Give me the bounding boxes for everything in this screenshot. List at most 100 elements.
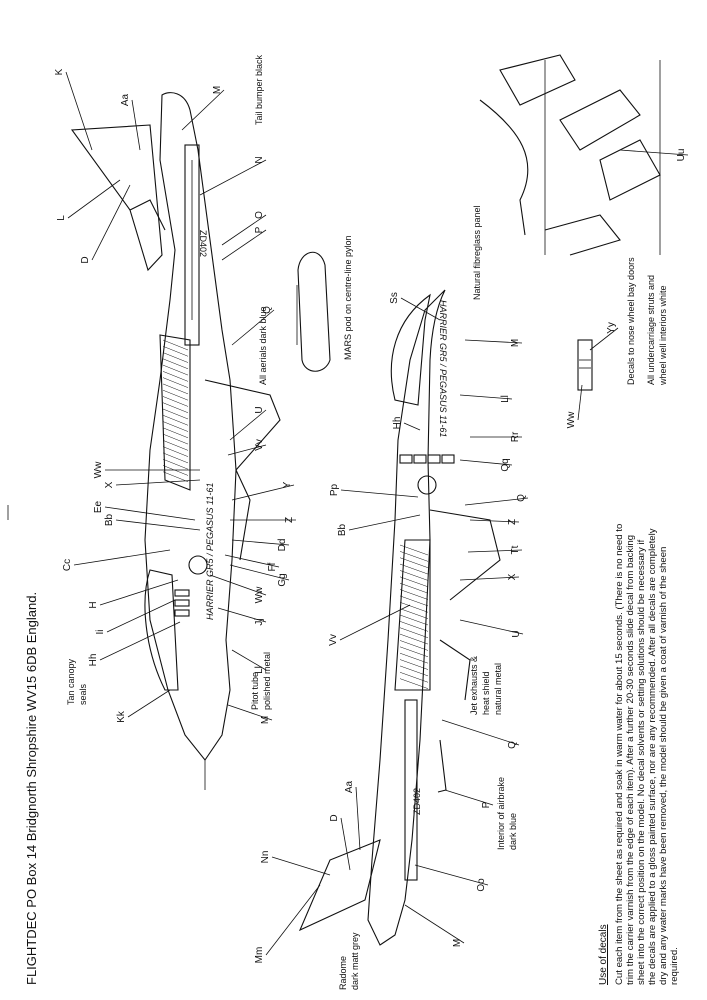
callout-label-p: P bbox=[481, 801, 492, 808]
callout-label-y: Y bbox=[282, 481, 293, 488]
leader-line bbox=[91, 184, 131, 261]
leader-line bbox=[131, 99, 141, 151]
leader-line bbox=[231, 484, 295, 501]
callout-label-ww: Ww bbox=[254, 586, 265, 603]
callout-label-nn: Nn bbox=[260, 851, 271, 864]
callout-label-d: D bbox=[80, 256, 91, 263]
leader-line bbox=[403, 422, 421, 431]
leader-line bbox=[224, 554, 280, 568]
leader-line bbox=[464, 339, 523, 344]
leader-line bbox=[73, 549, 171, 566]
leader-line bbox=[265, 884, 321, 956]
leader-line bbox=[400, 297, 441, 321]
header-address: FLIGHTDEC PO Box 14 Bridgnorth Shropshir… bbox=[24, 592, 39, 985]
leader-line bbox=[459, 619, 524, 635]
leader-line bbox=[209, 574, 267, 596]
leader-line bbox=[115, 519, 201, 531]
note-aerials: All aerials dark blue bbox=[258, 306, 268, 385]
leader-line bbox=[577, 384, 583, 421]
leader-line bbox=[65, 71, 93, 151]
note-jet-3: natural metal bbox=[493, 663, 503, 715]
leader-line bbox=[106, 599, 176, 633]
leader-line bbox=[271, 856, 331, 876]
tail-fin-upper bbox=[70, 124, 163, 272]
landing-gear-inset bbox=[479, 54, 661, 256]
callout-label-ll: Ll bbox=[500, 395, 511, 403]
instructions-line: sheet into the correct position on the m… bbox=[636, 539, 647, 985]
leader-line bbox=[229, 409, 267, 441]
leader-line bbox=[227, 704, 273, 721]
callout-label-u: U bbox=[511, 630, 522, 637]
engine-fan-upper bbox=[188, 555, 208, 575]
leader-line bbox=[467, 549, 523, 553]
note-nose-wheel: Decals to nose wheel bay doors bbox=[626, 257, 636, 385]
callout-label-cc: Cc bbox=[62, 559, 73, 571]
leader-line bbox=[414, 864, 489, 886]
callout-label-ww: Ww bbox=[93, 461, 104, 478]
leader-line bbox=[459, 576, 520, 581]
leader-line bbox=[221, 229, 267, 261]
callout-label-aa: Aa bbox=[120, 93, 131, 106]
leader-line bbox=[340, 817, 351, 871]
leader-line bbox=[441, 719, 520, 746]
note-jet-2: heat shield bbox=[481, 671, 491, 715]
callout-label-bb: Bb bbox=[337, 523, 348, 536]
intake-hatched-lower bbox=[394, 539, 431, 691]
instructions-block: Use of decals Cut each item from the she… bbox=[598, 524, 680, 985]
callout-label-o: O bbox=[254, 211, 265, 219]
callout-label-vv: Vv bbox=[254, 439, 265, 451]
note-pitot-2: polished metal bbox=[262, 652, 272, 710]
nose-wheel-door-detail bbox=[577, 339, 593, 391]
callout-label-u: U bbox=[254, 406, 265, 413]
note-undercarriage-2: wheel well interiors white bbox=[658, 285, 668, 386]
intake-hatched-upper bbox=[159, 334, 191, 491]
callout-label-d: D bbox=[329, 814, 340, 821]
callout-label-ii: Ii bbox=[95, 630, 106, 635]
instructions-line: required. bbox=[669, 947, 680, 985]
callout-label-uu: Uu bbox=[676, 149, 687, 162]
callout-label-p: P bbox=[254, 226, 265, 233]
leader-line bbox=[348, 514, 421, 531]
leader-line bbox=[339, 604, 411, 641]
callout-label-ww: Ww bbox=[566, 411, 577, 428]
tail-fin-lower bbox=[298, 839, 381, 932]
serial-upper: ZD402 bbox=[198, 230, 208, 257]
leader-line bbox=[589, 327, 619, 351]
callout-label-qq: Qq bbox=[500, 458, 511, 471]
callout-label-q: Q bbox=[262, 306, 273, 314]
leader-line bbox=[619, 149, 689, 156]
canopy-lower bbox=[390, 293, 431, 406]
instructions-heading: Use of decals bbox=[598, 924, 609, 985]
callout-label-h: H bbox=[88, 601, 99, 608]
callout-label-q: Q bbox=[507, 741, 518, 749]
callout-label-ss: Ss bbox=[389, 292, 400, 304]
leader-line bbox=[99, 579, 179, 606]
instructions-line: Cut each item from the sheet as required… bbox=[614, 524, 625, 985]
notes: Tail bumper black All aerials dark blue … bbox=[66, 54, 668, 990]
leader-line bbox=[231, 649, 267, 671]
callout-label-ff: Ff bbox=[267, 562, 278, 571]
fuselage-text-upper: HARRIER GR5 / PEGASUS 11-61 bbox=[205, 483, 215, 620]
callout-label-yy: Yy bbox=[606, 322, 617, 334]
leader-line bbox=[99, 621, 181, 661]
leader-line bbox=[217, 607, 267, 623]
callout-label-gg: Gg bbox=[277, 573, 288, 586]
callout-label-m: M bbox=[452, 939, 463, 947]
leader-line bbox=[115, 479, 201, 486]
callout-leaders bbox=[65, 71, 689, 956]
callout-label-q: Q bbox=[516, 494, 527, 502]
note-fibreglass: Natural fibreglass panel bbox=[472, 205, 482, 300]
aircraft-side-view: ZD402 HARRIER GR5 / PEGASUS 11-61 bbox=[298, 289, 501, 946]
aircraft-top-view: ZD402 HARRIER GR5 / PEGASUS 11-61 bbox=[70, 92, 281, 790]
note-canopy-1: Tan canopy bbox=[66, 658, 76, 705]
leader-line bbox=[67, 179, 121, 219]
callout-label-k: K bbox=[54, 68, 65, 75]
leader-line bbox=[444, 789, 494, 806]
callout-label-mm: Mm bbox=[254, 947, 265, 964]
note-radome-1: Radome bbox=[338, 956, 348, 990]
instructions-line: dry and any water marks have been remove… bbox=[658, 547, 669, 985]
leader-line bbox=[127, 689, 171, 718]
leader-line bbox=[229, 564, 290, 581]
